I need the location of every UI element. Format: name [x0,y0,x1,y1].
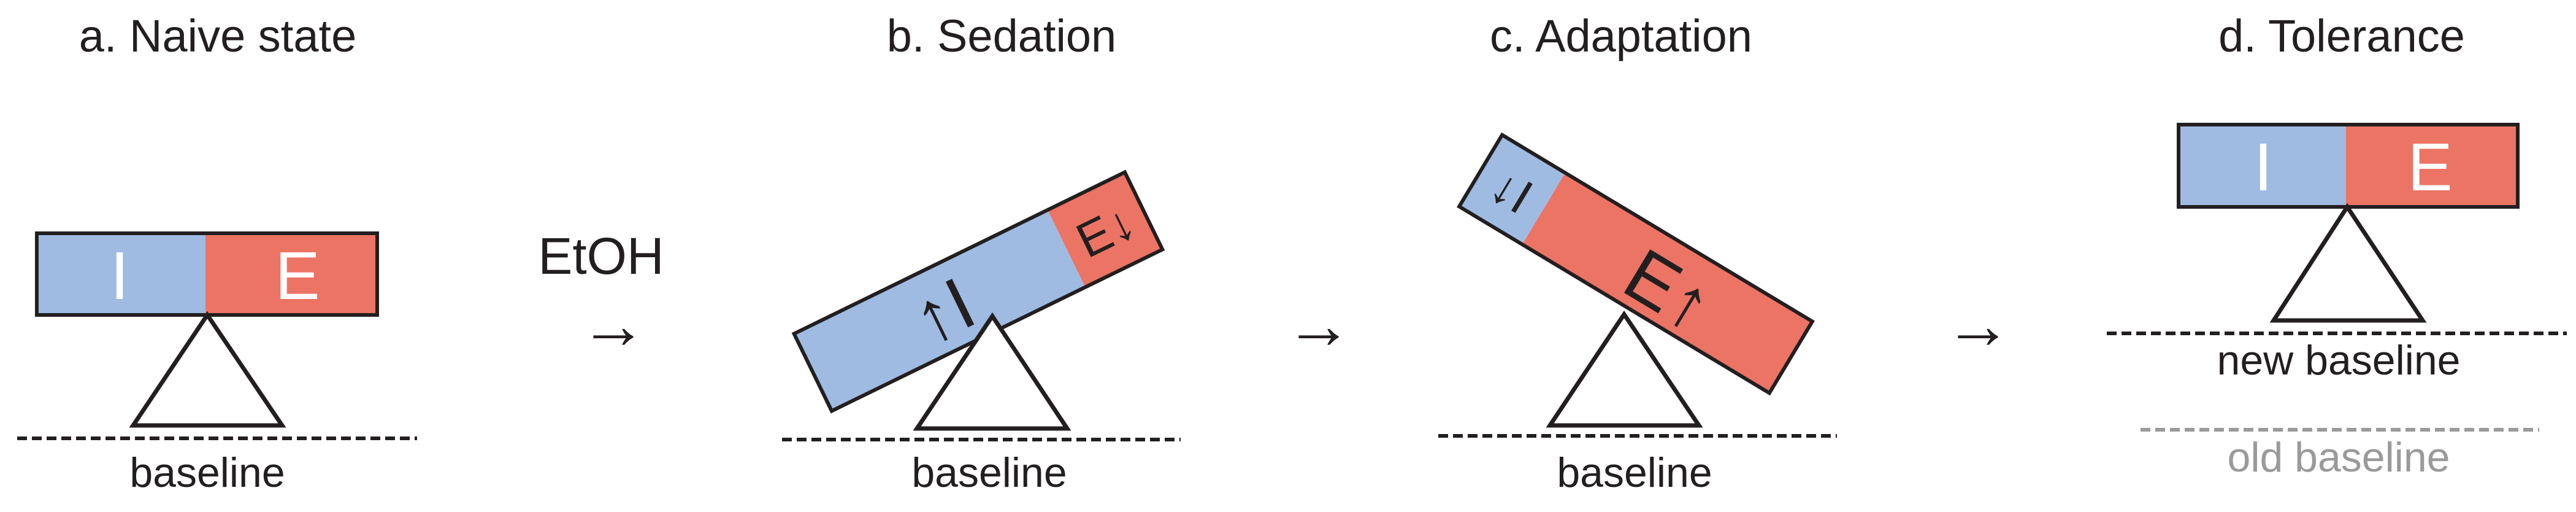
transition-etoh: EtOH → [538,227,664,363]
panel-b-title: b. Sedation [887,10,1116,61]
inhibitory-segment-b [794,209,1086,411]
inhibitory-segment-a [37,233,205,315]
panel-d-title: d. Tolerance [2218,10,2465,61]
inhibitory-label-a: I [110,238,129,314]
right-arrow-icon: → [580,287,647,363]
panel-tolerance: d. Tolerance I E new baseline old baseli… [2107,10,2567,481]
fulcrum-triangle-b [913,312,1071,431]
right-arrow-icon: → [1944,287,2012,363]
fulcrum-triangle-a [129,311,286,428]
balance-beam-b: ↑I E↓ [791,169,1165,414]
excitatory-segment-c [1522,173,1812,394]
excitatory-label-d: E [2407,130,2452,205]
balance-beam-d: I E [2177,123,2520,209]
fulcrum-triangle-d [2269,203,2427,323]
inhibitory-label-d: I [2254,130,2273,205]
balance-beam-a: I E [35,231,379,317]
excitatory-label-a: E [275,238,320,314]
fulcrum-triangle-c [1546,310,1703,428]
beam-outline-c [1456,132,1815,396]
excitatory-segment-b [1048,172,1163,287]
panel-naive-state: a. Naive state I E baseline [17,10,417,496]
panel-a-title: a. Naive state [79,10,356,61]
excitatory-segment-a [205,233,377,315]
inhibitory-segment-d [2179,125,2346,207]
old-baseline-label: old baseline [2228,434,2450,481]
balance-beam-c: ↓I E↑ [1456,132,1815,396]
drug-label: EtOH [538,227,664,285]
panel-c-title: c. Adaptation [1490,10,1752,61]
inhibitory-segment-c [1459,134,1566,245]
baseline-label-a: baseline [129,449,285,496]
right-arrow-icon: → [1285,287,1352,363]
baseline-label-c: baseline [1557,449,1712,496]
excitatory-segment-d [2346,125,2518,207]
new-baseline-label: new baseline [2217,337,2461,384]
panel-adaptation: c. Adaptation ↓I E↑ baseline [1438,10,1837,496]
baseline-label-b: baseline [911,449,1067,496]
panel-sedation: b. Sedation ↑I E↓ baseline [782,10,1181,496]
